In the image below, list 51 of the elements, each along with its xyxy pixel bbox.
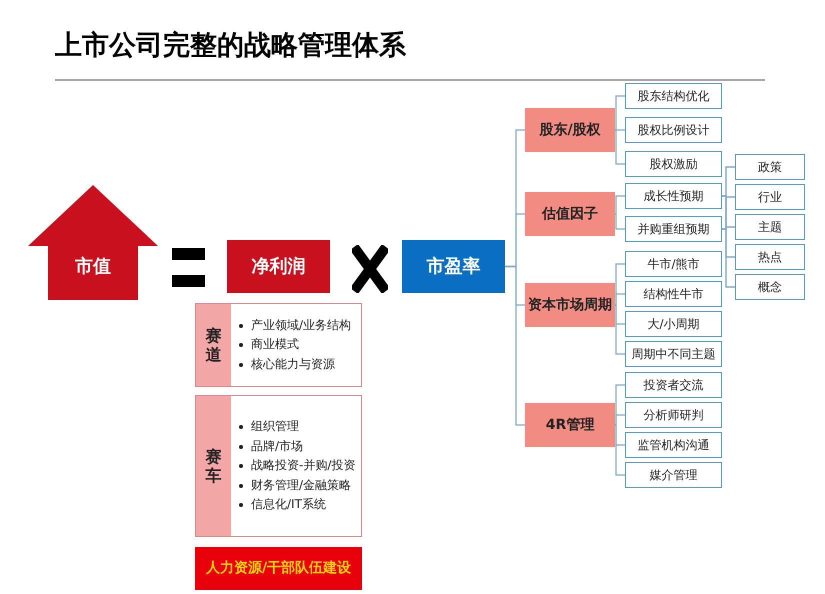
- card-header: 赛道: [196, 304, 231, 386]
- category-box: 资本市场周期: [525, 283, 615, 327]
- connector-line: [614, 195, 625, 215]
- card-header: 赛车: [196, 396, 231, 536]
- category-box: 估值因子: [525, 192, 615, 236]
- bullet-item: 核心能力与资源: [251, 356, 335, 373]
- connector-line: [614, 304, 625, 355]
- formula-box: 净利润: [227, 240, 330, 293]
- bullet-item: 品牌/市场: [251, 438, 304, 455]
- item-box: 股东结构优化: [625, 83, 722, 109]
- item-box: 股权激励: [625, 151, 722, 177]
- connector-line: [614, 129, 625, 165]
- connector-line: [505, 266, 525, 426]
- item-box: 牛市/熊市: [625, 251, 722, 277]
- item-box: 媒介管理: [625, 462, 722, 488]
- item-box: 股权比例设计: [625, 117, 722, 143]
- item-box: 成长性预期: [625, 183, 722, 209]
- connector-line: [614, 424, 625, 476]
- item-box: 监管机构沟通: [625, 432, 722, 458]
- formula-box: 市盈率: [402, 240, 505, 293]
- item-box: 热点: [735, 244, 805, 270]
- bullet-item: 商业模式: [251, 336, 299, 354]
- item-box: 投资者交流: [625, 372, 722, 398]
- item-box: 概念: [735, 274, 805, 300]
- bullet-item: 产业领域/业务结构: [251, 316, 352, 334]
- item-box: 结构性牛市: [625, 281, 722, 307]
- connector-line: [722, 228, 735, 288]
- item-box: 周期中不同主题: [625, 341, 722, 367]
- item-box: 行业: [735, 184, 805, 210]
- bullet-card: [195, 395, 362, 537]
- up-arrow-shape: [28, 185, 158, 300]
- bullet-card: [195, 303, 362, 387]
- connector-line: [614, 293, 625, 306]
- node-label: 市值: [74, 255, 112, 279]
- item-box: 并购重组预期: [625, 216, 722, 242]
- connector-line: [614, 213, 625, 230]
- title: 上市公司完整的战略管理体系: [55, 29, 406, 63]
- connector-line: [615, 129, 625, 131]
- item-box: 大/小周期: [625, 311, 722, 337]
- bullet-item: 战略投资-并购/投资: [251, 457, 356, 474]
- banner-box: 人力资源/干部队伍建设: [195, 547, 362, 590]
- item-box: 分析师研判: [625, 402, 722, 428]
- category-box: 股东/股权: [525, 108, 615, 152]
- item-box: 政策: [735, 154, 805, 180]
- bullet-item: 信息化/IT系统: [251, 496, 326, 514]
- connector-line: [614, 414, 625, 426]
- bullet-item: 组织管理: [251, 418, 299, 436]
- category-box: 4R管理: [525, 403, 615, 447]
- connector-line: [614, 95, 625, 131]
- bullet-item: 财务管理/金融策略: [251, 476, 352, 494]
- item-box: 主题: [735, 214, 805, 240]
